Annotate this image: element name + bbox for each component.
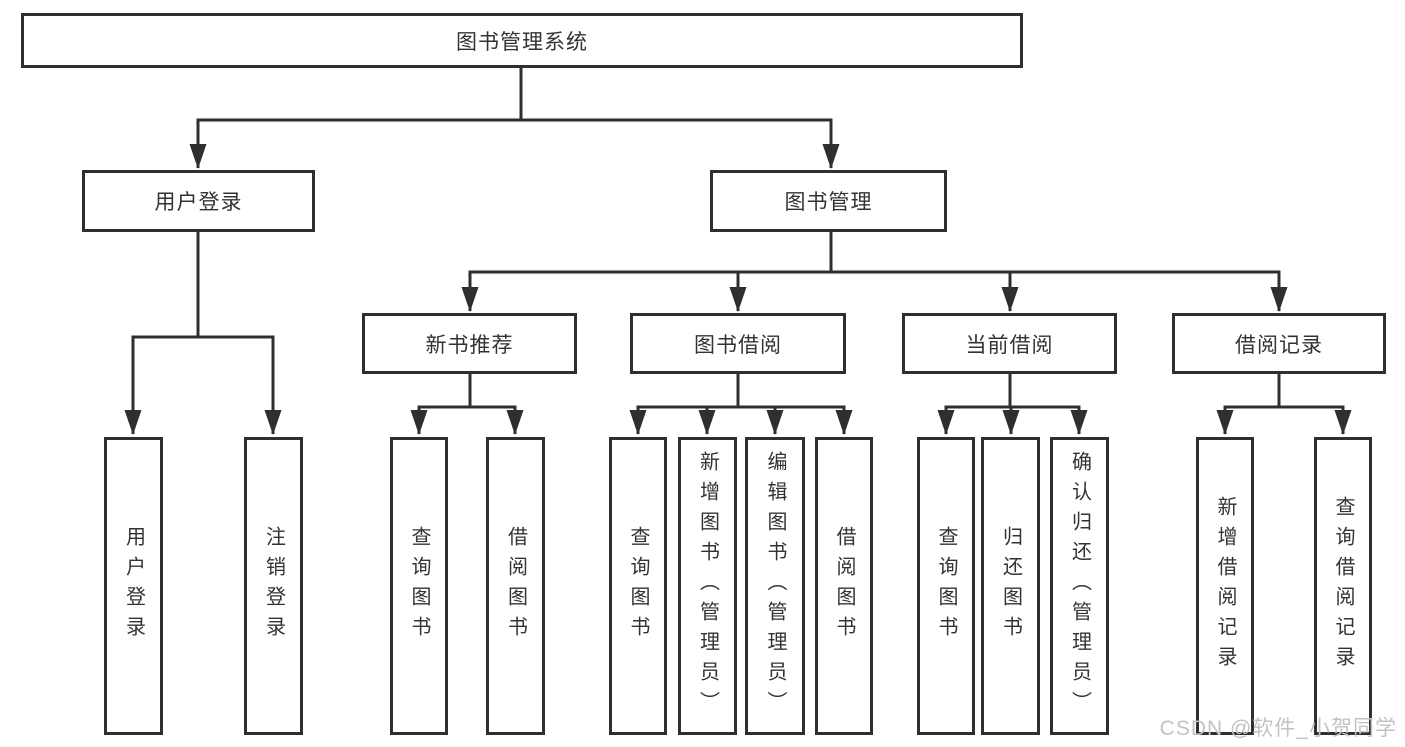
leaf-query-borrow-record: 查询借阅记录	[1314, 437, 1372, 735]
leaf-query-books-borrow: 查询图书	[609, 437, 667, 735]
node-user-login: 用户登录	[82, 170, 315, 232]
node-current-borrow-label: 当前借阅	[965, 333, 1054, 357]
node-book-borrow-label: 图书借阅	[694, 333, 782, 357]
leaf-borrow-books-label: 借阅图书	[833, 526, 855, 646]
node-root: 图书管理系统	[21, 13, 1023, 68]
leaf-borrow-books: 借阅图书	[815, 437, 873, 735]
leaf-user-login-label: 用户登录	[122, 526, 145, 646]
node-new-book-recommend-label: 新书推荐	[425, 333, 514, 357]
node-book-borrow: 图书借阅	[630, 313, 846, 374]
node-current-borrow: 当前借阅	[902, 313, 1117, 374]
leaf-add-borrow-record-label: 新增借阅记录	[1214, 496, 1236, 676]
leaf-confirm-return-admin: 确认归还（管理员）	[1050, 437, 1109, 735]
leaf-query-books-current: 查询图书	[917, 437, 975, 735]
node-new-book-recommend: 新书推荐	[362, 313, 577, 374]
node-book-management-label: 图书管理	[784, 191, 873, 214]
csdn-watermark: CSDN @软件_小贺同学	[1159, 717, 1397, 740]
leaf-add-book-admin-label: 新增图书（管理员）	[696, 451, 719, 721]
leaf-add-borrow-record: 新增借阅记录	[1196, 437, 1254, 735]
leaf-return-books: 归还图书	[981, 437, 1040, 735]
leaf-edit-book-admin-label: 编辑图书（管理员）	[764, 451, 786, 721]
leaf-query-books-recommend: 查询图书	[390, 437, 448, 735]
node-borrow-records: 借阅记录	[1172, 313, 1386, 374]
leaf-borrow-books-recommend: 借阅图书	[486, 437, 545, 735]
leaf-return-books-label: 归还图书	[999, 526, 1022, 646]
node-borrow-records-label: 借阅记录	[1235, 333, 1323, 357]
leaf-logout: 注销登录	[244, 437, 303, 735]
leaf-query-books-recommend-label: 查询图书	[408, 526, 430, 646]
leaf-logout-label: 注销登录	[262, 526, 285, 646]
leaf-edit-book-admin: 编辑图书（管理员）	[745, 437, 805, 735]
leaf-add-book-admin: 新增图书（管理员）	[678, 437, 737, 735]
leaf-user-login: 用户登录	[104, 437, 163, 735]
node-user-login-label: 用户登录	[154, 191, 243, 214]
leaf-confirm-return-admin-label: 确认归还（管理员）	[1068, 451, 1091, 721]
leaf-borrow-books-recommend-label: 借阅图书	[504, 526, 527, 646]
leaf-query-borrow-record-label: 查询借阅记录	[1332, 496, 1354, 676]
node-book-management: 图书管理	[710, 170, 947, 232]
leaf-query-books-current-label: 查询图书	[935, 526, 957, 646]
leaf-query-books-borrow-label: 查询图书	[627, 526, 649, 646]
node-root-label: 图书管理系统	[456, 30, 588, 54]
